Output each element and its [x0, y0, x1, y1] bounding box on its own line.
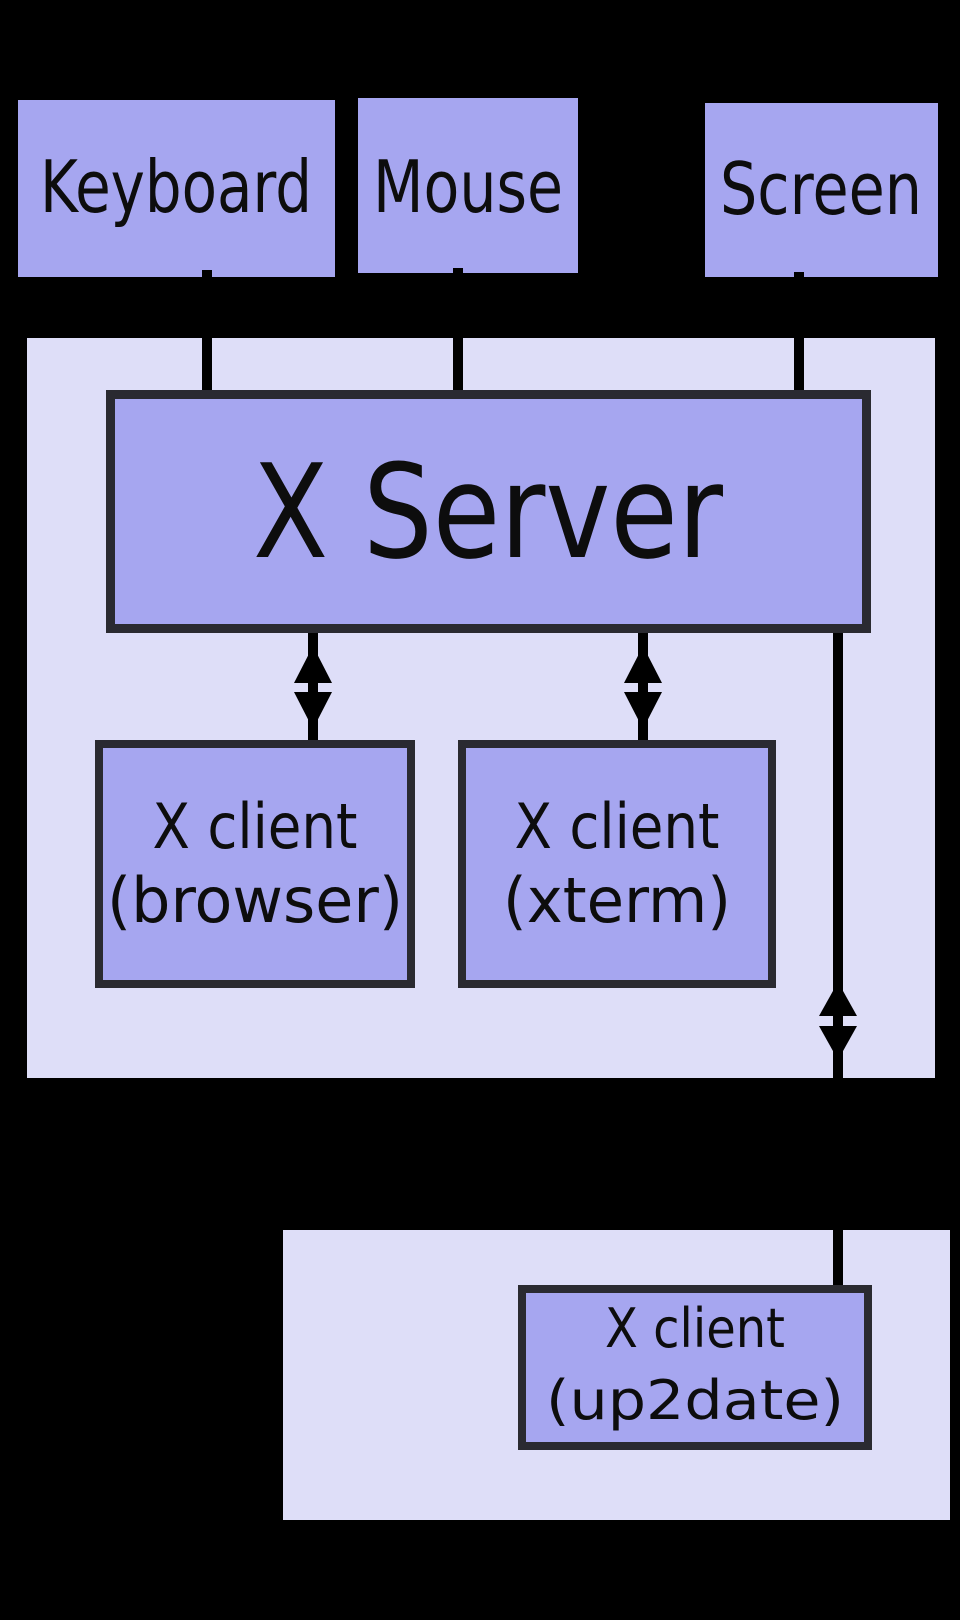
arrowhead-up-icon [624, 646, 662, 683]
keyboard-label: Keyboard [40, 145, 312, 229]
arrowhead-down-icon [819, 1026, 857, 1060]
arrowhead-up-icon [294, 646, 332, 683]
screen-label: Screen [720, 147, 922, 231]
x-server-box [106, 390, 871, 633]
browser-connector [294, 622, 332, 748]
network-connector [819, 622, 857, 1300]
arrowhead-down-icon [624, 692, 662, 729]
screen-box [705, 103, 938, 277]
x-client-browser-box [95, 740, 415, 988]
mouse-box [358, 98, 578, 273]
xterm-connector [624, 622, 662, 748]
x-client-up2date-box [518, 1285, 872, 1450]
x-client-up2date-label-line1: X client [605, 1297, 785, 1360]
x-client-xterm-label-line1: X client [515, 790, 720, 863]
x-client-browser-label-line2: (browser) [107, 864, 403, 937]
x-client-up2date-label-line2: (up2date) [546, 1369, 844, 1432]
x-server-label: X Server [253, 436, 723, 588]
arrowhead-down-icon [294, 692, 332, 729]
x-client-browser-label-line1: X client [153, 790, 358, 863]
x-client-xterm-label-line2: (xterm) [503, 864, 731, 937]
mouse-label: Mouse [373, 145, 563, 229]
keyboard-box [18, 100, 335, 277]
x-client-xterm-box [458, 740, 776, 988]
arrowhead-up-icon [819, 982, 857, 1016]
